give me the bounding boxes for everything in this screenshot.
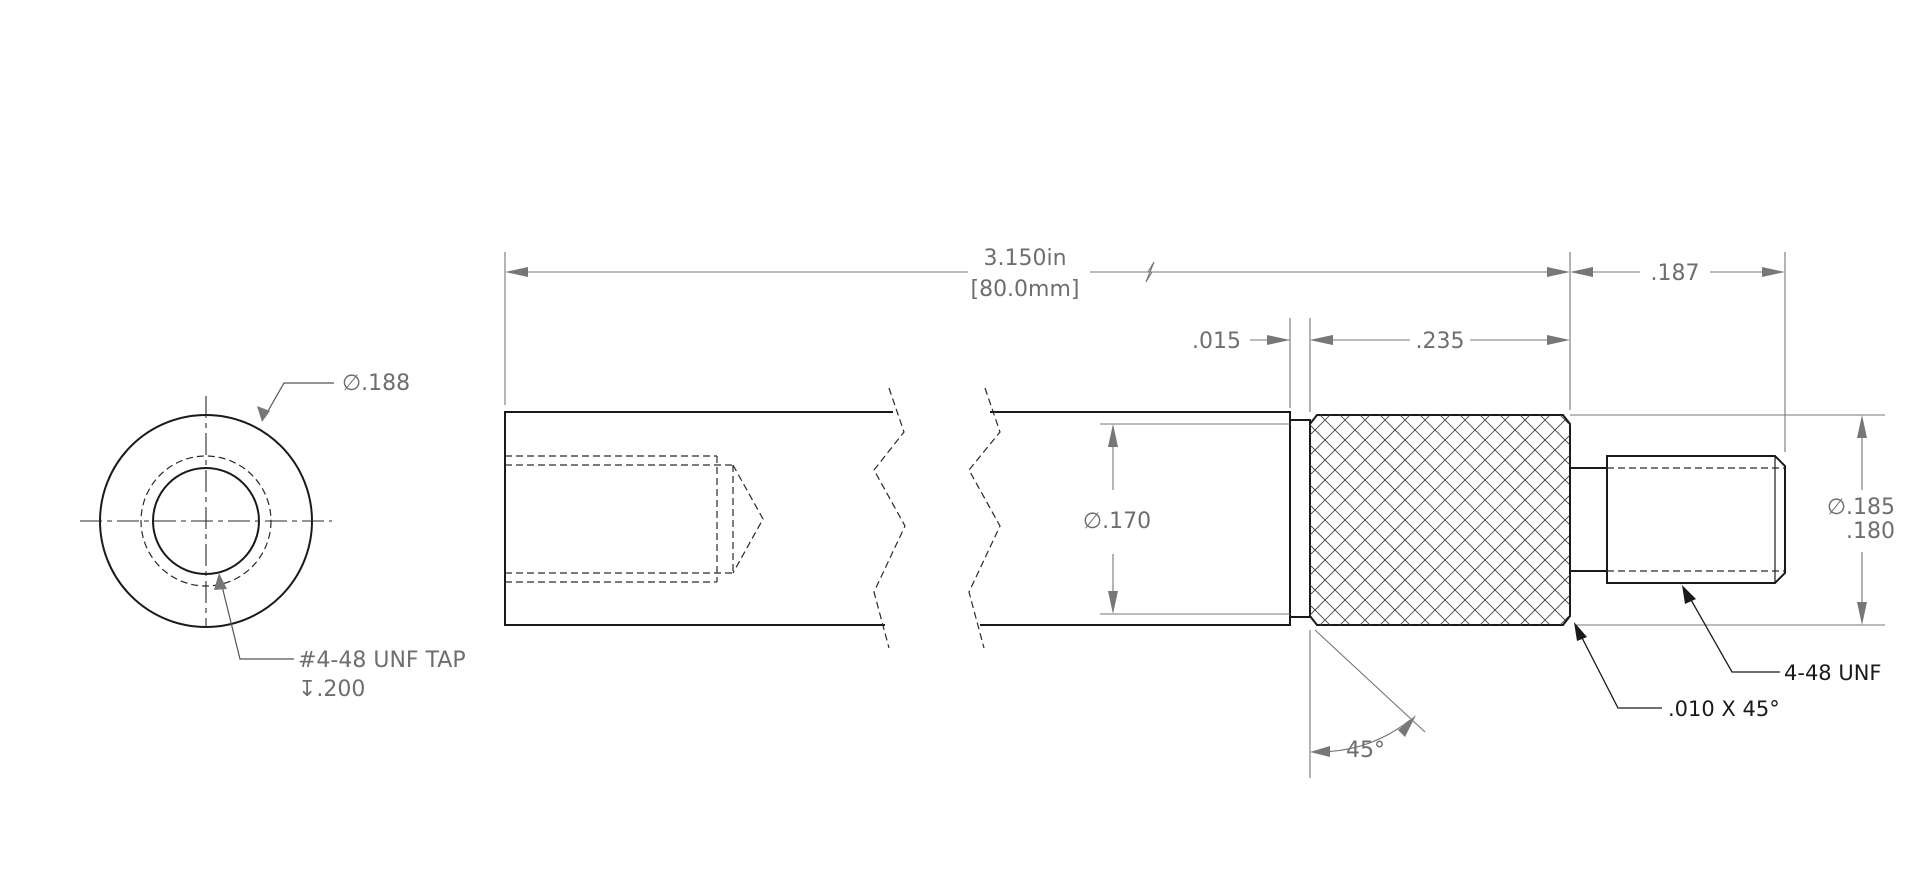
- overall-length-in-label: 3.150in: [983, 246, 1066, 271]
- chamfer-callout: .010 X 45°: [1574, 622, 1780, 721]
- overall-length-mm-label: [80.0mm]: [970, 277, 1079, 302]
- knurl-length-label: .235: [1416, 329, 1465, 354]
- chamfer-callout-label: .010 X 45°: [1668, 697, 1780, 721]
- overall-length-dimension: 3.150in [80.0mm]: [504, 246, 1571, 410]
- relief-groove: [1289, 419, 1311, 618]
- body-diameter-label: ∅.170: [1083, 509, 1151, 534]
- stud-neck: [1569, 467, 1608, 572]
- stud-length-dimension: .187: [1570, 252, 1786, 452]
- threaded-stud-outline: [1606, 455, 1786, 584]
- stud-diameter-min-label: .180: [1846, 519, 1895, 544]
- knurled-section-outline: [1309, 414, 1571, 626]
- chamfer-angle-dimension: 45°: [1309, 629, 1426, 778]
- outer-diameter-arrowhead: [257, 406, 270, 422]
- side-view: 3.150in [80.0mm] .187 .015 .23: [504, 246, 1895, 778]
- tapped-hole-hidden-lines: [505, 455, 764, 583]
- thread-callout: 4-48 UNF: [1682, 585, 1882, 685]
- chamfer-angle-label: 45°: [1346, 738, 1385, 763]
- tap-callout-leader: [219, 577, 294, 660]
- stud-diameter-dimension: ∅.185 .180: [1570, 414, 1895, 626]
- body-diameter-dimension: ∅.170: [1083, 423, 1290, 615]
- thread-callout-label: 4-48 UNF: [1784, 661, 1882, 685]
- tap-callout-label: #4-48 UNF TAP: [298, 648, 466, 673]
- groove-width-label: .015: [1192, 329, 1241, 354]
- outer-diameter-label: ∅.188: [342, 371, 410, 396]
- end-view: ∅.188 #4-48 UNF TAP ↧.200: [80, 371, 466, 702]
- tap-callout-arrowhead: [214, 573, 227, 590]
- groove-width-dimension: .015: [1192, 318, 1333, 412]
- body-left-outline: [504, 411, 893, 626]
- stud-diameter-max-label: ∅.185: [1827, 495, 1895, 520]
- knurl-length-dimension: .235: [1310, 329, 1570, 354]
- break-line-right: [968, 387, 1001, 649]
- knurl-pattern: [1310, 415, 1570, 625]
- stud-length-label: .187: [1651, 261, 1700, 286]
- outer-diameter-leader: [263, 382, 334, 419]
- break-line-left: [873, 387, 906, 649]
- tap-depth-label: ↧.200: [298, 677, 365, 702]
